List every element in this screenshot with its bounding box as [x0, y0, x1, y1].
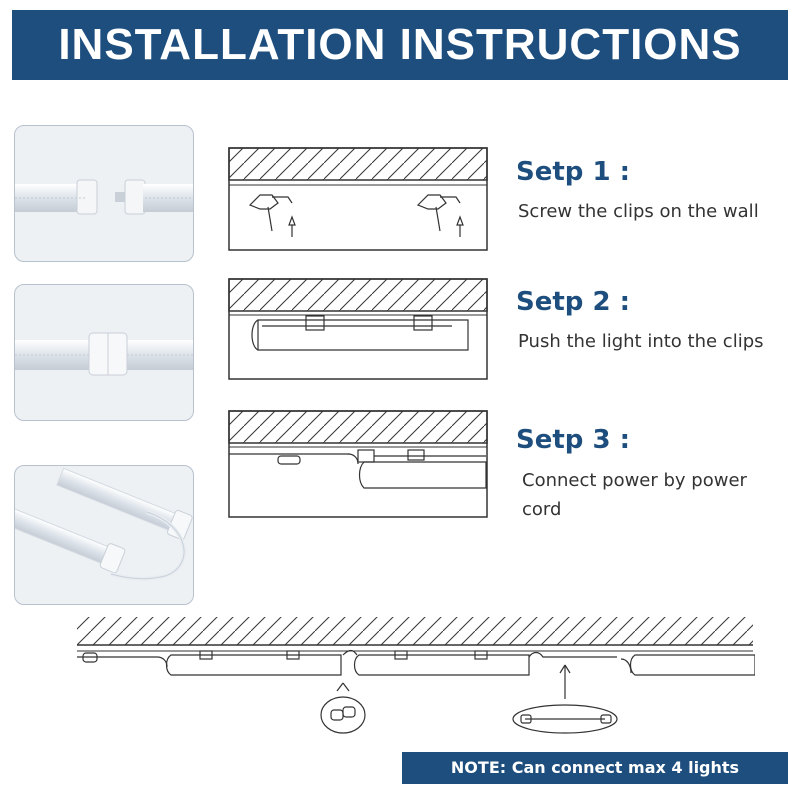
- step1-photo: [14, 125, 194, 262]
- step3-title: Setp 3 :: [516, 425, 630, 455]
- step2-title: Setp 2 :: [516, 287, 630, 317]
- title-banner: INSTALLATION INSTRUCTIONS: [12, 10, 788, 80]
- step3-diagram: [228, 410, 488, 518]
- step3-photo: [14, 465, 194, 605]
- step1-title: Setp 1 :: [516, 157, 630, 187]
- note-banner: NOTE: Can connect max 4 lights: [402, 752, 788, 784]
- page-title: INSTALLATION INSTRUCTIONS: [58, 20, 742, 69]
- step3-description: Connect power by power cord: [522, 470, 747, 520]
- step1-diagram: [228, 147, 488, 251]
- step1-description: Screw the clips on the wall: [518, 201, 759, 222]
- step2-diagram: [228, 278, 488, 380]
- step2-description: Push the light into the clips: [518, 331, 764, 352]
- step2-photo: [14, 284, 194, 421]
- connection-diagram: [75, 615, 755, 745]
- note-text: NOTE: Can connect max 4 lights: [450, 758, 740, 777]
